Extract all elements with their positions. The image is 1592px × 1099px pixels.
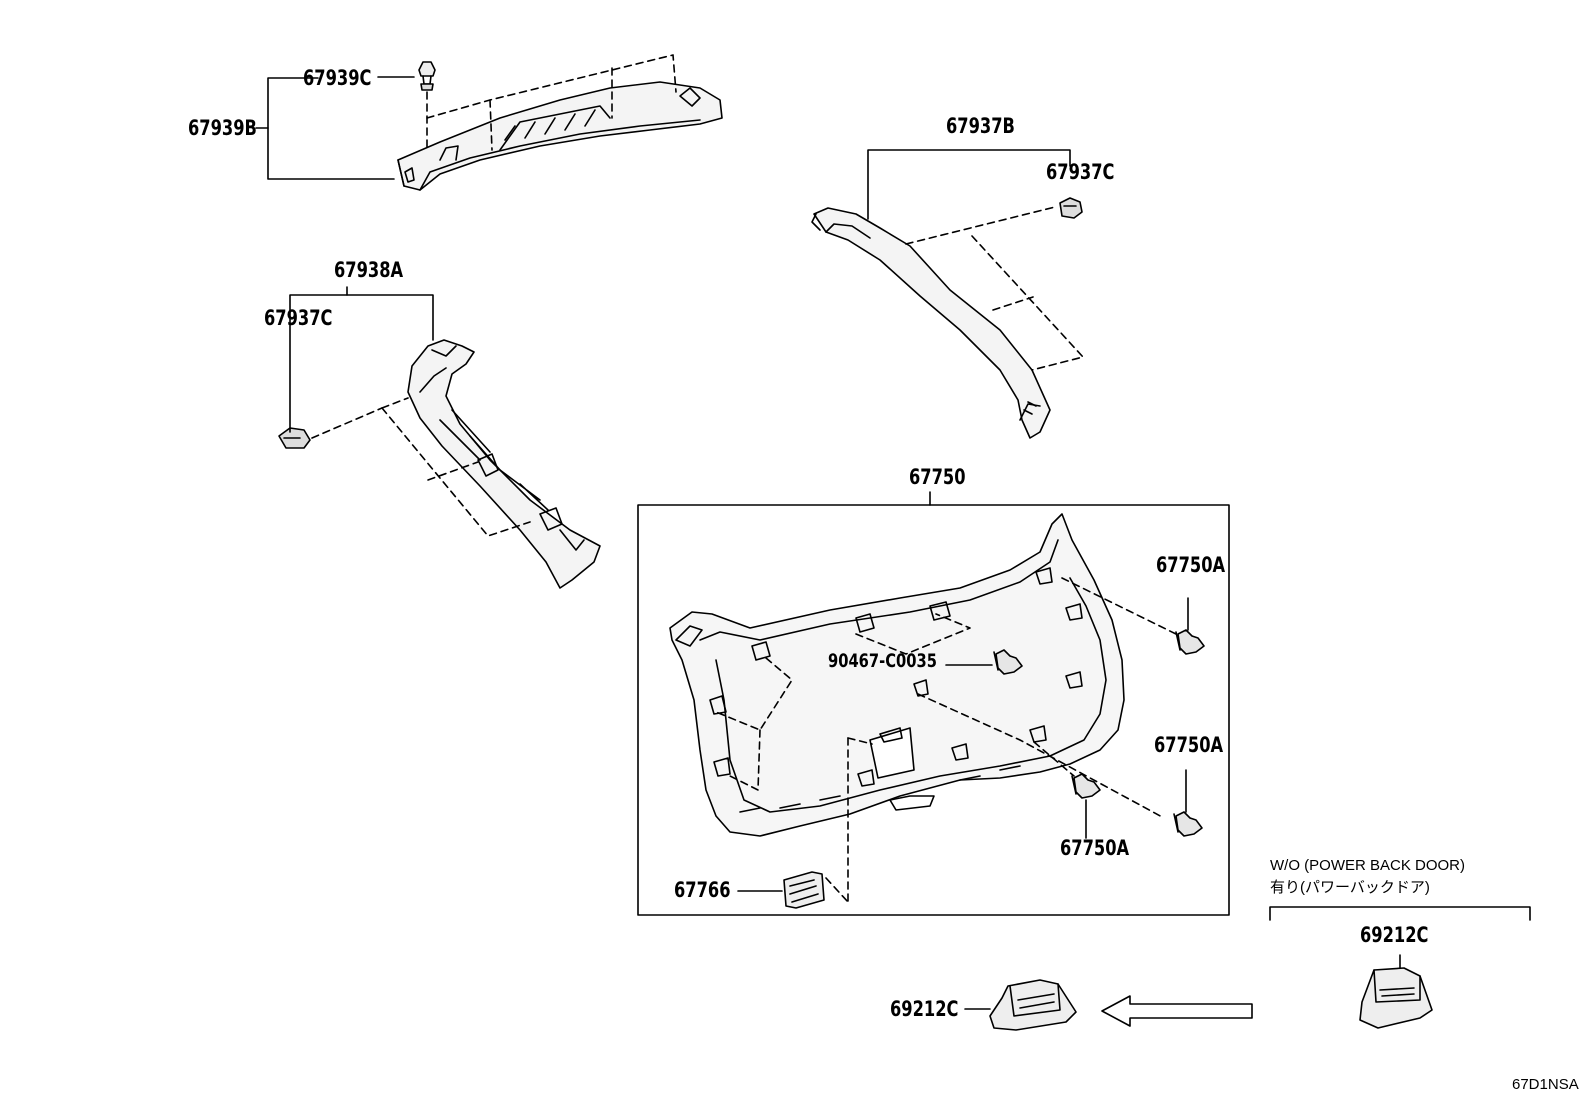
clip-67937C-left: [278, 427, 311, 449]
label-67939B: 67939B: [188, 116, 257, 140]
clip-90467-C0035: [993, 649, 1023, 675]
condition-note-en: W/O (POWER BACK DOOR): [1270, 857, 1465, 874]
direction-arrow: [1101, 995, 1253, 1027]
label-69212C-box: 69212C: [1360, 923, 1429, 947]
label-67750A-mid: 67750A: [1154, 733, 1224, 757]
label-67937B: 67937B: [946, 114, 1015, 138]
clip-67750A-top: [1175, 629, 1205, 655]
label-90467-C0035: 90467-C0035: [828, 650, 937, 672]
label-67938A: 67938A: [334, 258, 404, 282]
lamp-69212C-left: [989, 979, 1077, 1031]
label-67750A-low: 67750A: [1060, 836, 1130, 860]
clip-67750A-lower: [1071, 773, 1101, 799]
group-box-67750: [637, 504, 1230, 916]
back-door-trim-board-67750: [670, 514, 1124, 836]
condition-note-jp: 有り(パワーバックドア): [1270, 879, 1430, 896]
condition-bracket: [1269, 906, 1531, 921]
label-67750A-top: 67750A: [1156, 553, 1226, 577]
clip-67937C-right: [1059, 197, 1083, 219]
clip-67939C: [418, 61, 436, 91]
label-69212C-left: 69212C: [890, 997, 959, 1021]
label-67939C: 67939C: [303, 66, 372, 90]
pillar-garnish-67937B: [812, 208, 1050, 438]
label-67937C-left: 67937C: [264, 306, 333, 330]
lamp-69212C-right: [1359, 967, 1433, 1029]
label-67937C-right: 67937C: [1046, 160, 1115, 184]
cover-67766: [783, 871, 825, 909]
pillar-garnish-67938A: [408, 340, 600, 588]
diagram-code: 67D1NSA: [1512, 1076, 1579, 1093]
upper-garnish-67939B: [398, 82, 722, 190]
label-67750: 67750: [909, 465, 966, 489]
label-67766: 67766: [674, 878, 731, 902]
clip-67750A-right: [1173, 811, 1203, 837]
